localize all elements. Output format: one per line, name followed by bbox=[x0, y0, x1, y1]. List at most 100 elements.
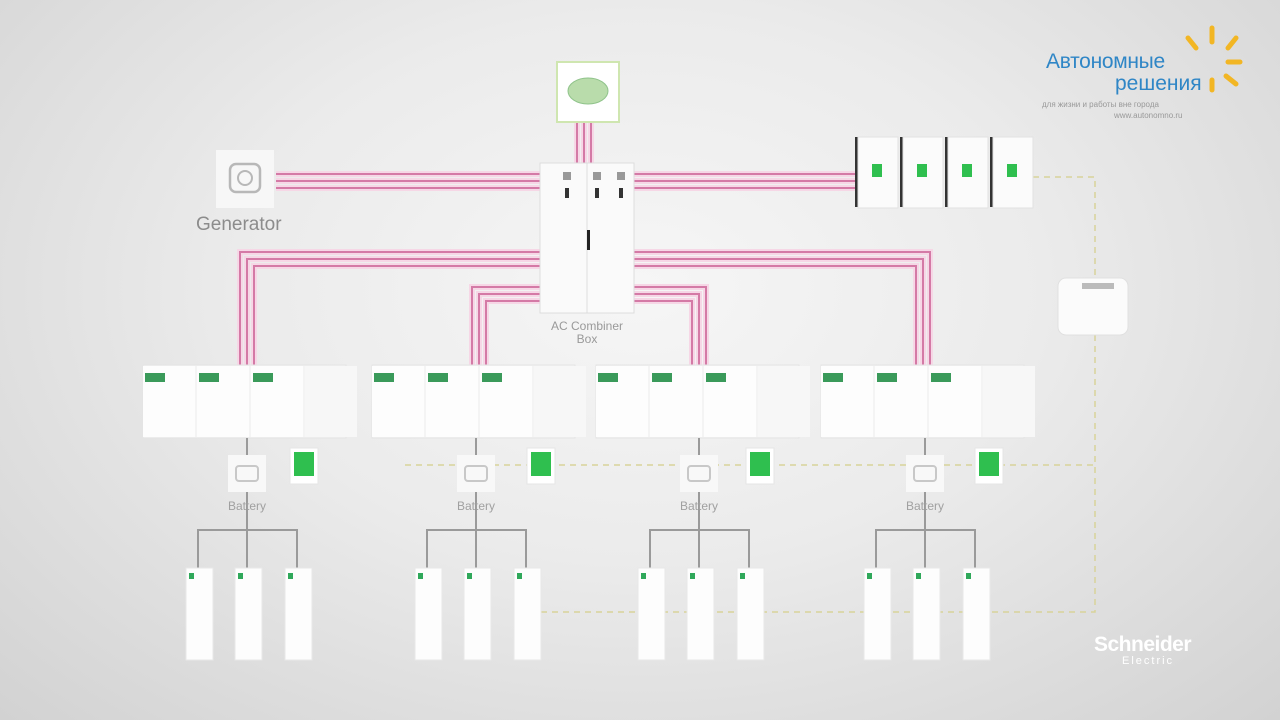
cabinet-switch bbox=[595, 188, 599, 198]
battery-label: Battery bbox=[227, 499, 266, 513]
battery-unit-led bbox=[238, 573, 243, 579]
cable-glow bbox=[634, 256, 926, 365]
control-panel-display bbox=[750, 452, 770, 476]
dc-cable bbox=[426, 529, 527, 570]
battery-unit bbox=[284, 567, 313, 661]
inverter-display bbox=[253, 373, 273, 382]
cabinet-meter bbox=[563, 172, 571, 180]
battery-icon bbox=[464, 465, 488, 482]
battery-unit bbox=[912, 567, 941, 661]
bank4-cable bbox=[634, 249, 933, 365]
battery-unit-led bbox=[288, 573, 293, 579]
dc-cable bbox=[649, 529, 750, 570]
battery-box bbox=[906, 455, 944, 492]
battery-icon bbox=[235, 465, 259, 482]
bank2-cable bbox=[469, 284, 540, 365]
cabinet-switch bbox=[619, 188, 623, 198]
inverter-display bbox=[145, 373, 165, 382]
cabinet-handle bbox=[587, 230, 590, 250]
inverter-display bbox=[706, 373, 726, 382]
inverter-display bbox=[199, 373, 219, 382]
brand-sub: Electric bbox=[1122, 655, 1175, 667]
battery-icon bbox=[913, 465, 937, 482]
inverter-edge bbox=[855, 137, 858, 207]
logo-tagline: для жизни и работы вне города bbox=[1042, 100, 1159, 109]
ac-cable-line bbox=[239, 251, 540, 365]
inverter-edge bbox=[990, 137, 993, 207]
cabinet-meter bbox=[617, 172, 625, 180]
ac-combiner-label-line2: Box bbox=[576, 332, 598, 346]
xw-inverter bbox=[983, 366, 1035, 437]
xw-inverter bbox=[534, 366, 586, 437]
xw-inverter bbox=[305, 366, 357, 437]
cabinet-switch bbox=[565, 188, 569, 198]
battery-unit-led bbox=[740, 573, 745, 579]
battery-unit-led bbox=[916, 573, 921, 579]
battery-unit-led bbox=[189, 573, 194, 579]
logo-line1: Автономные bbox=[1046, 50, 1165, 73]
generator-box bbox=[216, 150, 274, 208]
ac-cable-line bbox=[246, 258, 540, 365]
inverter-display bbox=[877, 373, 897, 382]
inverter-display bbox=[652, 373, 672, 382]
battery-icon bbox=[687, 465, 711, 482]
inverter-edge bbox=[945, 137, 948, 207]
control-panel-display bbox=[294, 452, 314, 476]
comm-dashed-line bbox=[1033, 176, 1096, 278]
battery-unit bbox=[736, 567, 765, 661]
bank3-cable bbox=[634, 284, 709, 365]
control-panel-display bbox=[979, 452, 999, 476]
ac-cable-line bbox=[634, 293, 700, 365]
battery-unit bbox=[234, 567, 263, 661]
inverter-edge bbox=[900, 137, 903, 207]
cable-glow bbox=[634, 298, 695, 365]
generator-icon bbox=[228, 162, 262, 194]
cable-glow bbox=[634, 263, 919, 365]
battery-unit bbox=[414, 567, 443, 661]
battery-box bbox=[457, 455, 495, 492]
dc-cable bbox=[197, 529, 298, 570]
battery-unit bbox=[686, 567, 715, 661]
ac-cable-line bbox=[478, 293, 540, 365]
inverter-bank bbox=[371, 364, 586, 439]
cable-glow bbox=[483, 298, 540, 365]
battery-unit-led bbox=[517, 573, 522, 579]
cabinet-meter bbox=[593, 172, 601, 180]
battery-tree bbox=[637, 438, 775, 661]
ac-cable-line bbox=[253, 265, 540, 365]
inverter-display bbox=[931, 373, 951, 382]
inverter-display bbox=[872, 164, 882, 177]
battery-box bbox=[680, 455, 718, 492]
battery-label: Battery bbox=[905, 499, 944, 513]
inverter-display bbox=[962, 164, 972, 177]
inverter-bank bbox=[820, 364, 1035, 439]
inverter-display bbox=[823, 373, 843, 382]
controller-box bbox=[556, 61, 620, 123]
sun-icon bbox=[1185, 25, 1243, 93]
generator bbox=[216, 150, 274, 208]
ac-cable-line bbox=[634, 286, 707, 365]
battery-unit bbox=[637, 567, 666, 661]
autonomno-logo: Автономные решения для жизни и работы вн… bbox=[1040, 20, 1260, 130]
ac-combiner-label: AC Combiner Box bbox=[537, 320, 637, 346]
battery-tree bbox=[414, 438, 556, 661]
battery-unit-led bbox=[641, 573, 646, 579]
inverter-bank bbox=[142, 364, 357, 439]
xw-inverter bbox=[758, 366, 810, 437]
ac-combiner-box bbox=[539, 162, 635, 314]
inverter-display bbox=[917, 164, 927, 177]
battery-unit bbox=[863, 567, 892, 661]
dc-cable bbox=[875, 529, 976, 570]
pv-cable bbox=[634, 171, 855, 191]
battery-unit-led bbox=[690, 573, 695, 579]
ac-cable-line bbox=[485, 300, 540, 365]
comm-dashed-line bbox=[540, 335, 1096, 613]
ac-cable-line bbox=[634, 251, 931, 365]
battery-unit bbox=[463, 567, 492, 661]
ac-cable-line bbox=[634, 300, 693, 365]
ac-cable-line bbox=[634, 258, 924, 365]
battery-unit-led bbox=[467, 573, 472, 579]
battery-label: Battery bbox=[456, 499, 495, 513]
ac-cable-line bbox=[471, 286, 540, 365]
